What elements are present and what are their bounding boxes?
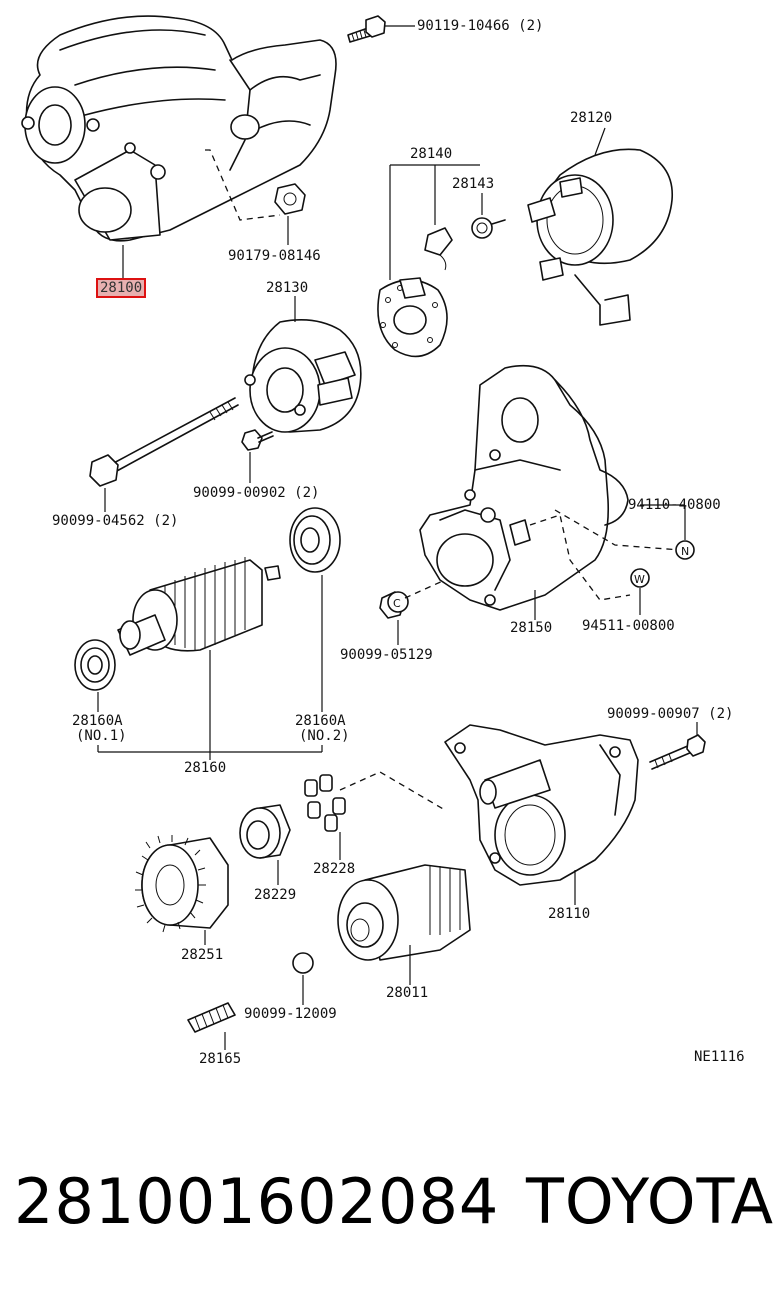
end-cover-drawing xyxy=(527,127,673,326)
brand-text: TOYOTA xyxy=(525,1165,774,1238)
rollers-drawing xyxy=(304,774,346,860)
idler-gear-drawing xyxy=(135,835,229,945)
svg-text:C: C xyxy=(393,597,401,610)
bolt-90119-drawing xyxy=(347,15,415,43)
label-bearing-no1-note: (NO.1) xyxy=(76,728,127,744)
label-bolt-90119[interactable]: 90119-10466 (2) xyxy=(417,18,544,34)
label-starter-assembly-28100[interactable]: 28100 xyxy=(96,278,147,298)
label-idler-gear-28251[interactable]: 28251 xyxy=(181,947,224,963)
bolt-90099-00907-drawing xyxy=(649,722,706,770)
label-bearing-28160a-no2[interactable]: 28160A xyxy=(295,713,346,729)
label-rollers-28228[interactable]: 28228 xyxy=(313,861,356,877)
label-screw-90099-00902[interactable]: 90099-00902 (2) xyxy=(193,485,320,501)
label-brush-spring-28143[interactable]: 28143 xyxy=(452,176,495,192)
svg-text:N: N xyxy=(681,545,689,558)
label-retainer-28229[interactable]: 28229 xyxy=(254,887,297,903)
label-housing-28110[interactable]: 28110 xyxy=(548,906,591,922)
label-ball-90099-12009[interactable]: 90099-12009 xyxy=(244,1006,337,1022)
label-switch-28150[interactable]: 28150 xyxy=(510,620,553,636)
exploded-view-drawing: N W C xyxy=(21,15,706,1050)
washer-w-drawing: W xyxy=(630,568,650,615)
label-brush-holder-28140[interactable]: 28140 xyxy=(410,146,453,162)
brush-spring-drawing xyxy=(471,193,506,239)
armature-drawing xyxy=(117,557,281,656)
label-spring-28165[interactable]: 28165 xyxy=(199,1051,242,1067)
footer: 281001602084 TOYOTA xyxy=(14,1165,774,1275)
part-number-text: 281001602084 xyxy=(14,1165,500,1238)
label-field-frame-28130[interactable]: 28130 xyxy=(266,280,309,296)
label-through-bolt-90099-04562[interactable]: 90099-04562 (2) xyxy=(52,513,179,529)
clutch-drawing xyxy=(337,864,471,985)
starter-assembly-drawing xyxy=(21,15,337,242)
field-frame-drawing xyxy=(244,296,362,433)
nut-cap-drawing xyxy=(274,183,306,245)
switch-assembly-drawing xyxy=(419,364,681,620)
small-screw-drawing xyxy=(241,429,274,483)
svg-text:W: W xyxy=(634,573,645,586)
label-bearing-no2-note: (NO.2) xyxy=(299,728,350,744)
label-nut-cap-90179[interactable]: 90179-08146 xyxy=(228,248,321,264)
label-bolt-90099-00907[interactable]: 90099-00907 (2) xyxy=(607,706,734,722)
diagram-code: NE1116 xyxy=(694,1049,745,1065)
label-bearing-28160a-no1[interactable]: 28160A xyxy=(72,713,123,729)
spring-drawing xyxy=(187,1002,236,1050)
label-armature-28160[interactable]: 28160 xyxy=(184,760,227,776)
label-washer-94511[interactable]: 94511-00800 xyxy=(582,618,675,634)
housing-drawing xyxy=(339,724,639,905)
through-bolt-drawing xyxy=(89,397,239,512)
bearing-no1-drawing xyxy=(74,639,116,712)
ball-drawing xyxy=(292,952,314,1005)
label-end-cover-28120[interactable]: 28120 xyxy=(570,110,613,126)
label-nut-94110[interactable]: 94110-40800 xyxy=(628,497,721,513)
label-cap-90099-05129[interactable]: 90099-05129 xyxy=(340,647,433,663)
cap-c-drawing: C xyxy=(379,579,446,645)
nut-n-drawing: N xyxy=(640,504,695,560)
bearing-no2-drawing xyxy=(289,507,341,712)
label-clutch-28011[interactable]: 28011 xyxy=(386,985,429,1001)
retainer-drawing xyxy=(239,804,291,885)
brush-holder-drawing xyxy=(377,164,480,358)
